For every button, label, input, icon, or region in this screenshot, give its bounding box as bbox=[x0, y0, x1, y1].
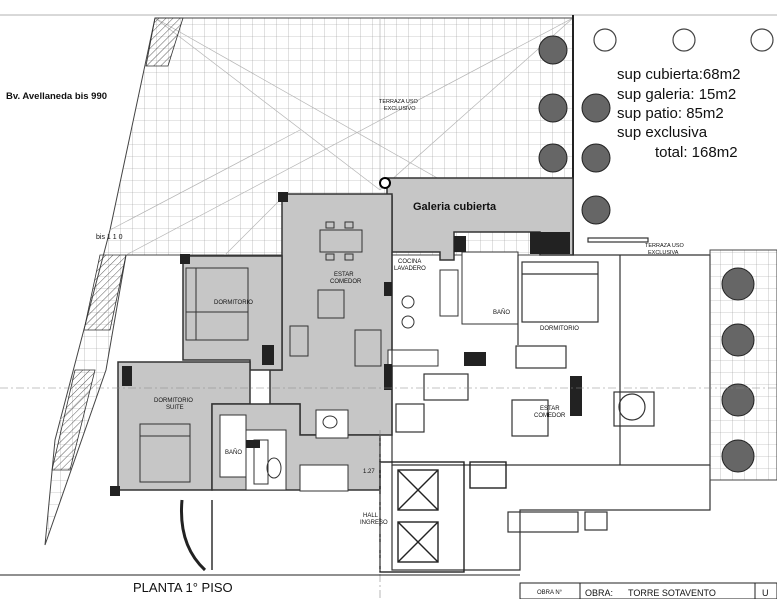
patio-top-right bbox=[538, 28, 774, 225]
title-obra-n: OBRA N° bbox=[537, 590, 563, 596]
area-total: total: 168m2 bbox=[655, 144, 738, 161]
room-hall-line2: INGRESO bbox=[360, 520, 388, 526]
title-block bbox=[519, 582, 777, 599]
furniture-left bbox=[139, 221, 415, 485]
covered-area bbox=[117, 177, 574, 491]
galeria-label: Galeria cubierta bbox=[413, 201, 497, 213]
patio-right bbox=[709, 249, 777, 481]
elevator-core bbox=[179, 461, 507, 573]
side-label: bis 1 1 0 bbox=[96, 234, 123, 241]
columns bbox=[110, 192, 582, 496]
title-obra-label: OBRA: bbox=[585, 588, 613, 598]
room-cocina-line2: LAVADERO bbox=[394, 266, 426, 272]
terrace-left bbox=[0, 14, 777, 546]
terraza-left-line1: TERRAZA USO bbox=[379, 99, 419, 105]
level-mark: 1.27 bbox=[363, 469, 375, 475]
room-bano-right: BAÑO bbox=[493, 309, 510, 316]
title-extra: U bbox=[762, 588, 769, 598]
area-patio: sup patio: 85m2 bbox=[617, 105, 724, 122]
area-exclusiva: sup exclusiva bbox=[617, 124, 708, 141]
terraza-right-line2: EXCLUSIVA bbox=[648, 250, 679, 256]
room-suite-line1: DORMITORIO bbox=[154, 398, 193, 404]
area-galeria: sup galeria: 15m2 bbox=[617, 86, 736, 103]
room-dormitorio-right: DORMITORIO bbox=[540, 326, 579, 332]
address-label: Bv. Avellaneda bis 990 bbox=[6, 91, 107, 102]
terraza-right-line1: TERRAZA USO bbox=[645, 243, 685, 249]
room-estar-right-line1: ESTAR bbox=[540, 406, 560, 412]
room-dormitorio-left: DORMITORIO bbox=[214, 300, 253, 306]
room-hall-line1: HALL bbox=[363, 513, 379, 519]
room-cocina-line1: COCINA bbox=[398, 259, 421, 265]
room-bano-left: BAÑO bbox=[225, 449, 242, 456]
terraza-left-line2: EXCLUSIVO bbox=[384, 106, 416, 112]
room-estar-line2: COMEDOR bbox=[330, 279, 362, 285]
room-suite-line2: SUITE bbox=[166, 405, 184, 411]
area-cubierta: sup cubierta:68m2 bbox=[617, 66, 740, 83]
room-details bbox=[219, 251, 519, 492]
column-marker bbox=[379, 177, 391, 189]
floor-title: PLANTA 1° PISO bbox=[133, 580, 233, 595]
room-estar-line1: ESTAR bbox=[334, 272, 354, 278]
room-estar-right-line2: COMEDOR bbox=[534, 413, 566, 419]
title-obra-value: TORRE SOTAVENTO bbox=[628, 588, 716, 598]
